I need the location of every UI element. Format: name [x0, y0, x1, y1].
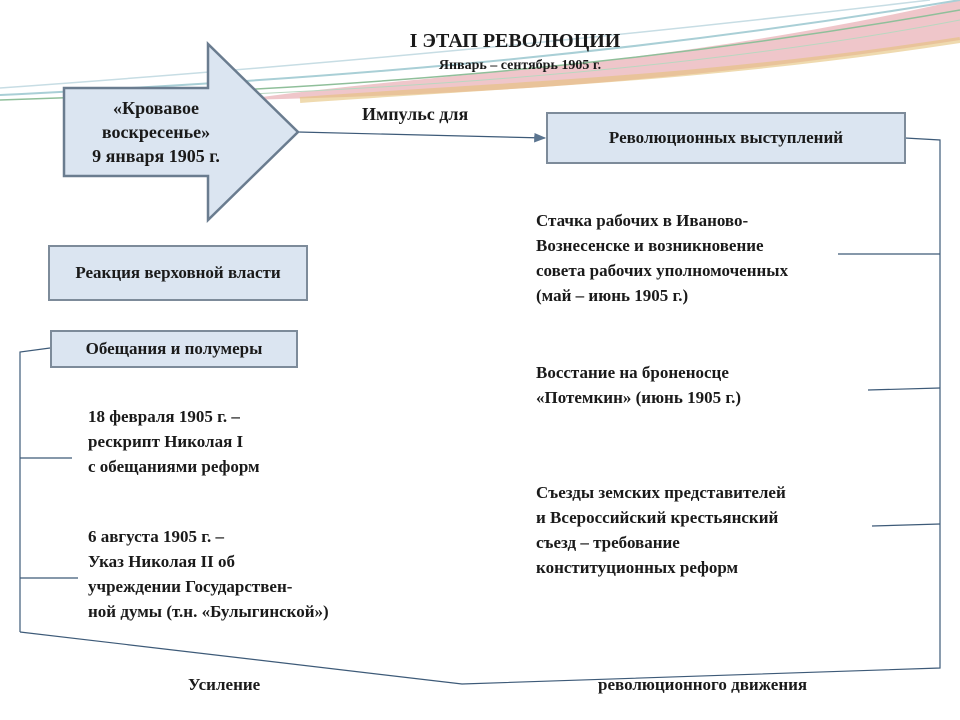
cause-line-3: 9 января 1905 г.: [92, 146, 220, 166]
right-item-3: Съезды земских представителей и Всеросси…: [536, 483, 786, 577]
page-title: I ЭТАП РЕВОЛЮЦИИ: [409, 30, 621, 52]
right-item-1: Стачка рабочих в Иваново- Вознесенске и …: [536, 211, 789, 305]
cause-line-2: воскресенье»: [101, 122, 211, 142]
cause-arrow-text: «Кровавое воскресенье» 9 января 1905 г.: [66, 96, 246, 168]
promises-box: Обещания и полумеры: [50, 330, 298, 368]
cause-line-1: «Кровавое: [113, 98, 199, 118]
right-bracket-line: [19, 137, 941, 685]
bottom-right-label: революционного движения: [598, 675, 808, 694]
cause-arrow-shape: [62, 41, 300, 223]
impulse-label: Импульс для: [362, 104, 469, 124]
left-item-2: 6 августа 1905 г. – Указ Николая II об у…: [88, 527, 329, 621]
reaction-box: Реакция верховной власти: [48, 245, 308, 301]
right-item-2: Восстание на броненосце «Потемкин» (июнь…: [536, 363, 742, 407]
bottom-left-label: Усиление: [188, 675, 261, 694]
left-bracket-line: [19, 347, 51, 632]
impulse-arrow-line: [297, 131, 547, 143]
page-subtitle: Январь – сентябрь 1905 г.: [438, 58, 602, 73]
revolution-box: Революционных выступлений: [546, 112, 906, 164]
left-item-1: 18 февраля 1905 г. – рескрипт Николая I …: [88, 407, 260, 476]
